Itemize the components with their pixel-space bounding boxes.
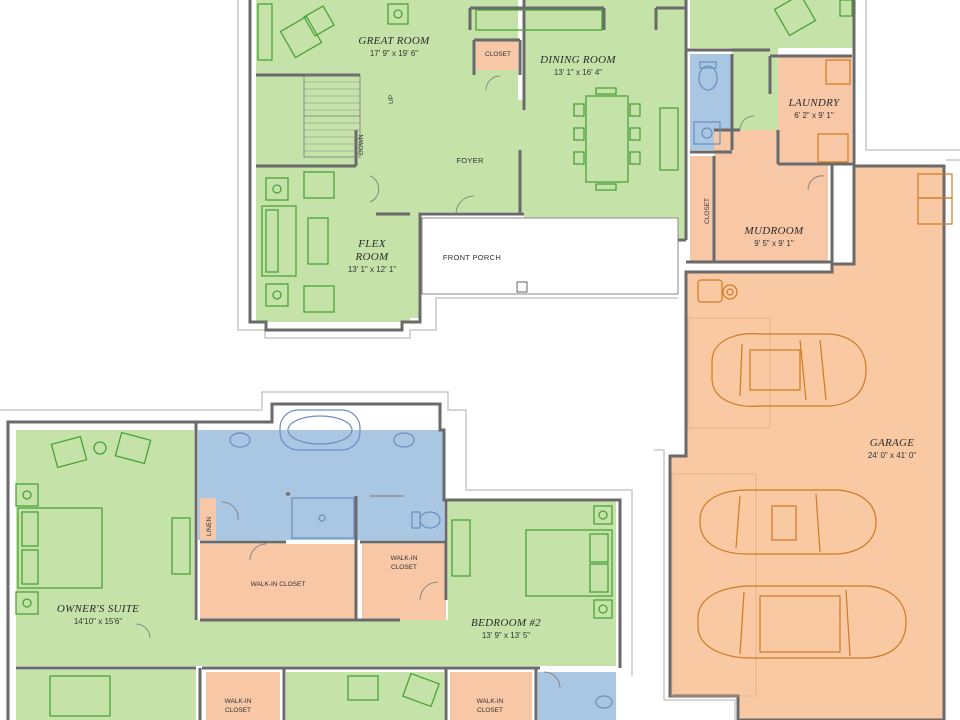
laundry-label: LAUNDRY — [788, 97, 841, 109]
flex-room-dims: 13' 1" x 12' 1" — [348, 265, 396, 274]
closet-dining — [476, 40, 518, 70]
car-3 — [697, 585, 907, 659]
garage: GARAGE 24' 0" x 41' 0" — [654, 159, 960, 720]
bedroom2-label: BEDROOM #2 — [471, 617, 541, 629]
garage-area — [668, 164, 946, 720]
bottom-closet-1-label-1: WALK-IN — [225, 698, 252, 705]
bottom-closet-1-label-2: CLOSET — [225, 707, 251, 714]
bottom-room-left — [16, 670, 196, 720]
walk-in-closet-bed2-label-2: CLOSET — [391, 564, 417, 571]
lower-block: OWNER'S SUITE 14'10" x 15'6" BEDROOM #2 … — [0, 391, 633, 720]
master-bath-fixtures — [229, 409, 441, 539]
stairs-down-label: DOWN — [358, 134, 365, 155]
mudroom-dims: 9' 5" x 9' 1" — [754, 239, 794, 248]
bedroom2-dims: 13' 9" x 13' 5" — [482, 631, 530, 640]
laundry-dims: 6' 2" x 9' 1" — [794, 111, 834, 120]
great-room-furniture — [257, 3, 409, 61]
walk-in-closet-bed2-label-1: WALK-IN — [391, 555, 418, 562]
car-2 — [699, 489, 877, 555]
bottom-closet-1 — [206, 672, 280, 720]
upper-right-block: LAUNDRY 6' 2" x 9' 1" MUDROOM 9' 5" x 9'… — [654, 0, 960, 264]
walk-in-closet-owner-label: WALK-IN CLOSET — [251, 581, 306, 588]
closet-label: CLOSET — [485, 51, 511, 58]
foyer-area — [360, 100, 526, 212]
great-room-label: GREAT ROOM — [358, 35, 430, 47]
bedroom2-furniture — [451, 505, 613, 619]
master-bath-lower — [290, 496, 356, 540]
dining-room-label: DINING ROOM — [539, 54, 616, 66]
lower-furniture — [49, 672, 613, 717]
walk-in-closet-owner — [200, 544, 356, 620]
great-room-dims: 17' 9" x 19' 6" — [370, 49, 418, 58]
dining-furniture — [475, 9, 679, 191]
flex-room-furniture — [261, 171, 335, 313]
bottom-closet-2-label-1: WALK-IN — [477, 698, 504, 705]
staircase: UP DOWN — [303, 74, 395, 158]
dining-room-area — [524, 0, 686, 240]
upper-main-block: UP DOWN — [237, 0, 688, 339]
mudroom-closet-label: CLOSET — [704, 198, 711, 224]
hall-lower — [16, 620, 616, 666]
flex-room-bump — [396, 208, 420, 318]
dining-room-dims: 13' 1" x 16' 4" — [554, 68, 602, 77]
kitchen-area — [690, 0, 854, 48]
garage-dims: 24' 0" x 41' 0" — [868, 451, 916, 460]
mudroom-closet — [690, 156, 714, 262]
walk-in-closet-bed2 — [362, 544, 446, 620]
laundry-fixtures — [773, 0, 853, 163]
linen-label: LINEN — [206, 517, 213, 536]
garage-label: GARAGE — [870, 437, 915, 449]
bottom-closet-2 — [450, 672, 532, 720]
owners-suite-label: OWNER'S SUITE — [57, 603, 139, 615]
flex-room-label-1: FLEX — [357, 238, 386, 250]
owners-suite-furniture — [15, 431, 191, 615]
front-porch: FRONT PORCH — [421, 217, 679, 295]
owners-suite-dims: 14'10" x 15'6" — [74, 617, 122, 626]
mudroom-area — [714, 130, 828, 262]
flex-room-label-2: ROOM — [355, 251, 390, 263]
mudroom-label: MUDROOM — [744, 225, 804, 237]
bath-fixtures — [693, 61, 721, 145]
bottom-room-mid — [286, 672, 444, 720]
stairs-up-label: UP — [388, 95, 395, 104]
linen — [200, 498, 216, 540]
car-1 — [711, 333, 867, 407]
foyer-label: FOYER — [456, 156, 484, 165]
bottom-closet-2-label-2: CLOSET — [477, 707, 503, 714]
owners-suite-area — [16, 430, 194, 620]
front-porch-label: FRONT PORCH — [443, 253, 501, 262]
